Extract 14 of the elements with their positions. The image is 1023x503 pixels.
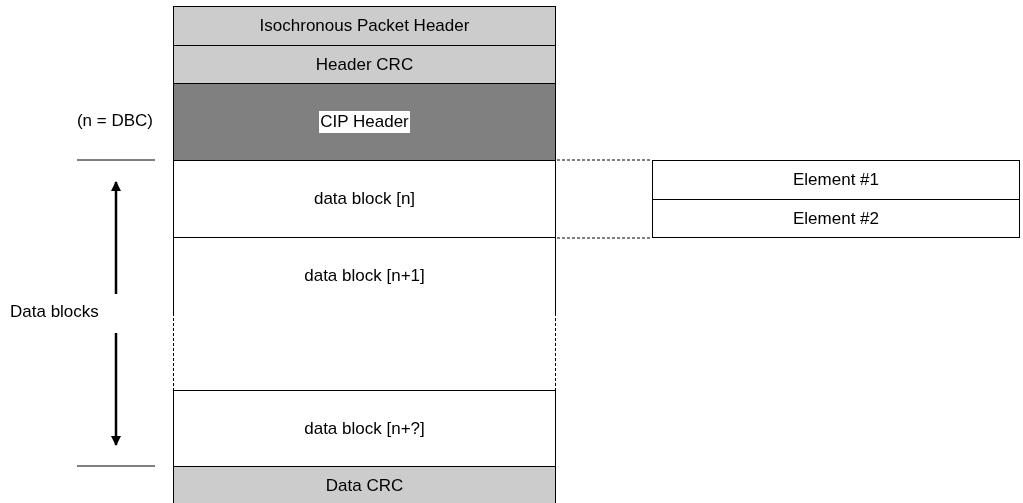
dashed-connector [556,159,652,161]
header-field: Isochronous Packet Header [173,6,556,46]
data-block-field: data block [n] [173,160,556,238]
header-field: Header CRC [173,45,556,84]
empty-field [173,313,556,391]
data-block-field: data block [n+?] [173,390,556,467]
dimension-label: Data blocks [10,302,99,322]
data-block-field: data block [n+1] [173,237,556,314]
crc-field: Data CRC [173,466,556,503]
header-field: CIP Header [173,83,556,161]
dashed-connector [556,237,652,239]
element-field: Element #1 [652,160,1020,200]
element-field: Element #2 [652,199,1020,238]
note-text: (n = DBC) [76,111,153,131]
